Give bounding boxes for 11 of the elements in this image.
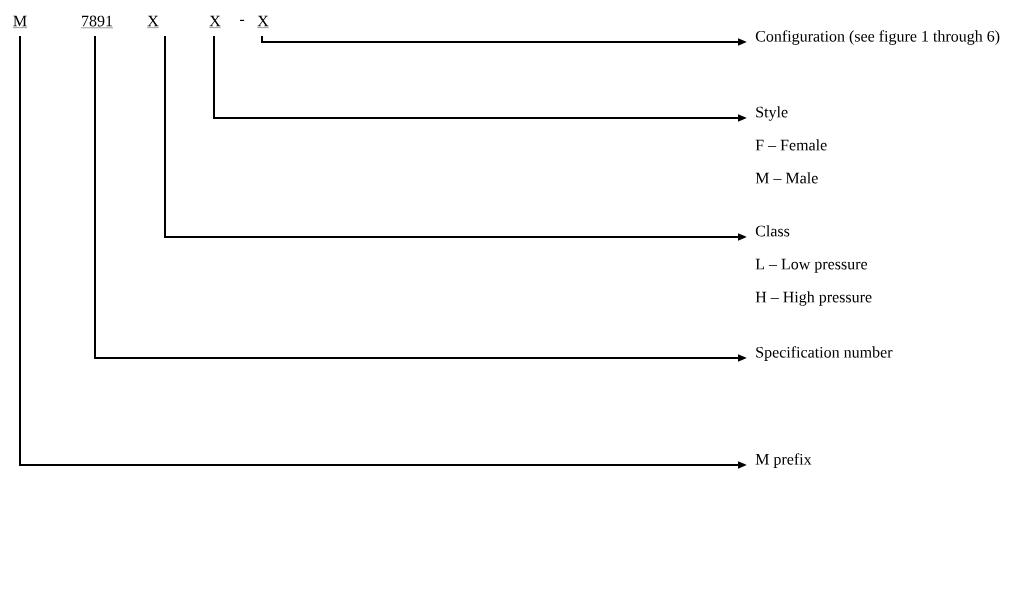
code-segment: X <box>257 15 269 28</box>
field-description: M prefix <box>755 453 812 468</box>
code-segment: X <box>209 15 221 28</box>
code-segment: X <box>147 15 159 28</box>
code-segment: M <box>12 15 28 28</box>
field-description: Specification number <box>756 346 893 361</box>
option-list: Class L – Low pressure H – High pressure <box>755 225 872 306</box>
field-description: Configuration (see figure 1 through 6) <box>755 30 1000 45</box>
separator-dash: - <box>239 19 245 21</box>
option-list: Style F – Female M – Male <box>755 106 827 184</box>
code-segment: 7891 <box>80 15 114 28</box>
